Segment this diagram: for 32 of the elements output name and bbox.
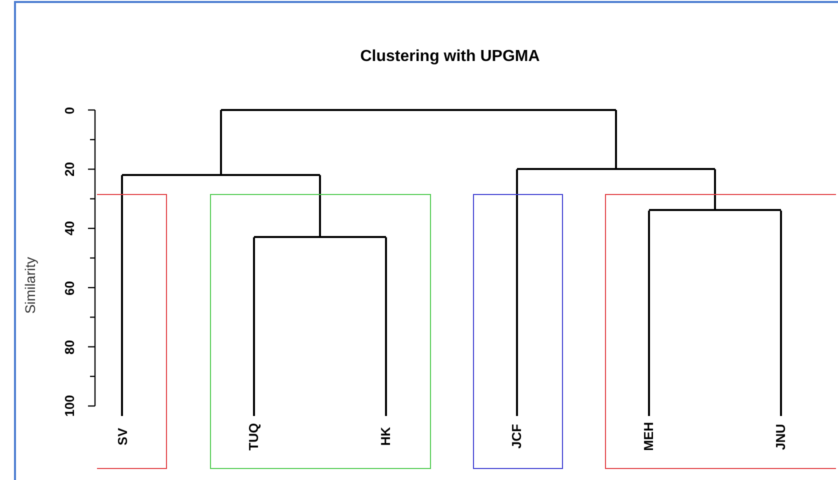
axis-title: Similarity [22,256,38,314]
tick-label: 40 [62,221,76,236]
merge-bar [517,168,715,170]
leaf-label: SV [114,428,130,446]
leaf-label: JCF [509,424,524,449]
merge-bar [254,236,386,238]
tick-label: 60 [62,280,76,296]
dendrogram-branch [319,175,321,236]
tick-label: 100 [62,395,76,417]
leaf-label: JNU [773,424,788,450]
leaf-label: MEH [641,422,656,452]
merge-bar [648,209,781,212]
dendrogram-branch [648,210,650,416]
dendrogram-branch [385,237,387,416]
cluster-bracket [97,194,167,469]
leaf-label: TUQ [246,422,262,450]
tick-label: 80 [62,340,76,354]
cluster-bracket [473,194,563,469]
dendrogram-branch [516,169,518,416]
cluster-bracket [210,194,431,469]
cluster-bracket [605,194,836,469]
dendrogram-branch [714,169,716,210]
merge-bar [122,174,320,176]
chart-title: Clustering with UPGMA [359,48,541,66]
dendrogram-branch [615,110,617,168]
tick-label: 0 [62,106,76,114]
leaf-label: HK [378,427,394,446]
dendrogram-branch [253,237,255,416]
tick-label: 20 [62,162,76,177]
dendrogram-branch [121,175,123,416]
dendrogram-branch [780,210,782,416]
dendrogram-branch [220,110,222,174]
